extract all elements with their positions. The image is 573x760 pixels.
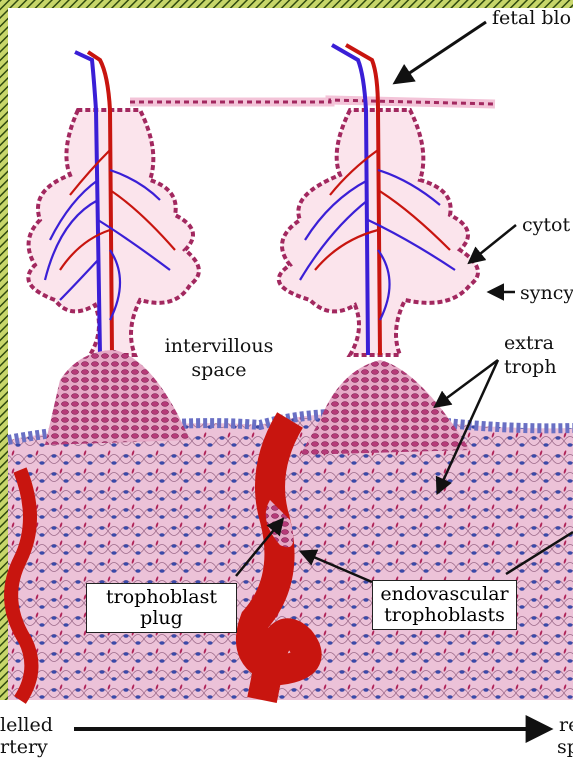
label-syncytiotrophoblast: syncy bbox=[520, 283, 573, 304]
label-remodelled-1: lelled bbox=[0, 715, 53, 736]
label-trophoblast-plug-1: trophoblast bbox=[87, 587, 236, 608]
label-right-2: sp bbox=[557, 737, 573, 758]
label-trophoblast-plug-2: plug bbox=[87, 608, 236, 629]
label-extravillous-1: extra bbox=[504, 333, 554, 354]
label-cytotrophoblast: cytot bbox=[522, 215, 570, 236]
label-endovascular-1: endovascular bbox=[373, 584, 516, 605]
trophoblast-plug-box: trophoblast plug bbox=[86, 583, 237, 633]
top-border bbox=[0, 0, 573, 8]
villus-left bbox=[28, 52, 199, 445]
label-remodelled-2: rtery bbox=[0, 737, 48, 758]
label-intervillous-2: space bbox=[162, 360, 276, 381]
label-intervillous-1: intervillous bbox=[162, 336, 276, 357]
label-extravillous-2: troph bbox=[504, 357, 557, 378]
label-right-1: re bbox=[559, 715, 573, 736]
label-fetal-blood: fetal blo bbox=[492, 8, 571, 29]
arrow-icon bbox=[470, 225, 516, 262]
arrow-icon bbox=[396, 22, 486, 82]
label-endovascular-2: trophoblasts bbox=[373, 605, 516, 626]
endovascular-box: endovascular trophoblasts bbox=[372, 580, 517, 630]
